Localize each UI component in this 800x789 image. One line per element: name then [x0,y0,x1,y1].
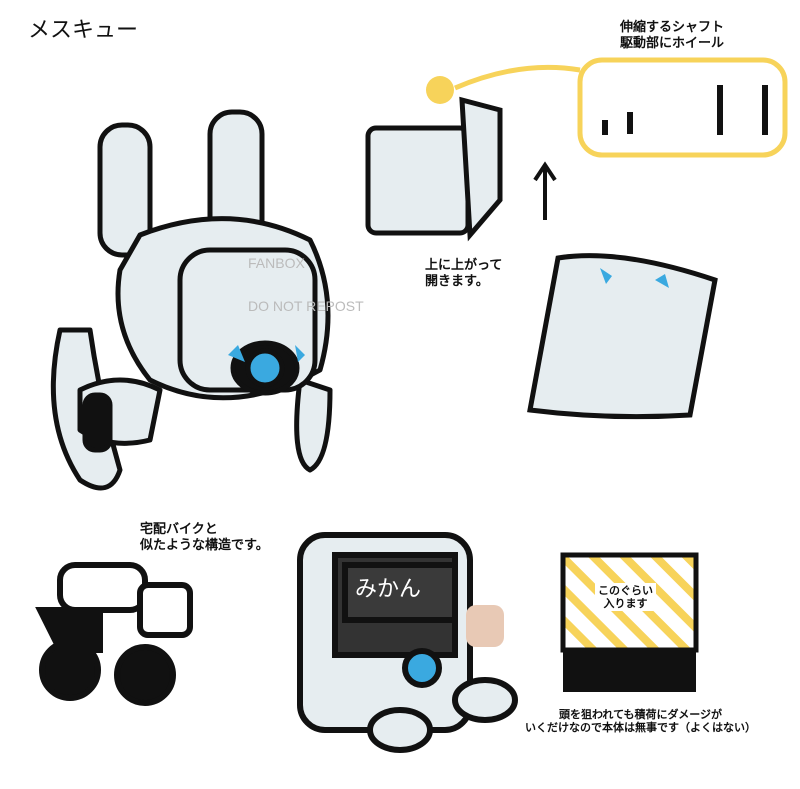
shaft-note-line1: 伸縮するシャフト [620,20,725,35]
box-label: みかん [355,577,422,602]
highlight-dot [426,76,454,104]
callout-connector [454,64,581,91]
open-note-line2: 開きます。 [425,273,489,289]
damage-note-line1: 頭を狙われても積荷にダメージが [558,708,723,721]
bike-note-line1: 宅配バイクと [140,522,218,537]
bike-note-line2: 似たような構造です。 [140,537,269,553]
bike-drawing [35,562,193,706]
front-view-drawing [297,532,518,753]
capacity-box-base [563,650,696,692]
shaft-note: 伸縮するシャフト 駆動部にホイール [620,20,724,51]
damage-note-line2: いくだけなので本体は無事です（よくはない） [525,721,756,735]
open-note: 上に上がって 開きます。 [425,258,502,289]
shaft-callout-frame [577,57,788,158]
watermark-repost: DO NOT REPOST [248,298,364,314]
bike-note: 宅配バイクと 似たような構造です。 [140,522,269,553]
cat-sticker [466,605,504,647]
robot-drawing [50,109,333,491]
capacity-note-line2: 入ります [603,597,648,611]
capacity-note: このぐらい 入ります [595,583,656,612]
watermark-fanbox: FANBOX [248,255,305,271]
page-title: メスキュー [28,18,139,43]
shaft-note-line2: 駆動部にホイール [620,35,725,51]
shaft-icons [602,85,768,135]
hatch-drawing [365,96,718,420]
capacity-note-line1: このぐらい [598,584,653,597]
damage-note: 頭を狙われても積荷にダメージが いくだけなので本体は無事です（よくはない） [525,708,756,734]
open-note-line1: 上に上がって [425,258,503,273]
